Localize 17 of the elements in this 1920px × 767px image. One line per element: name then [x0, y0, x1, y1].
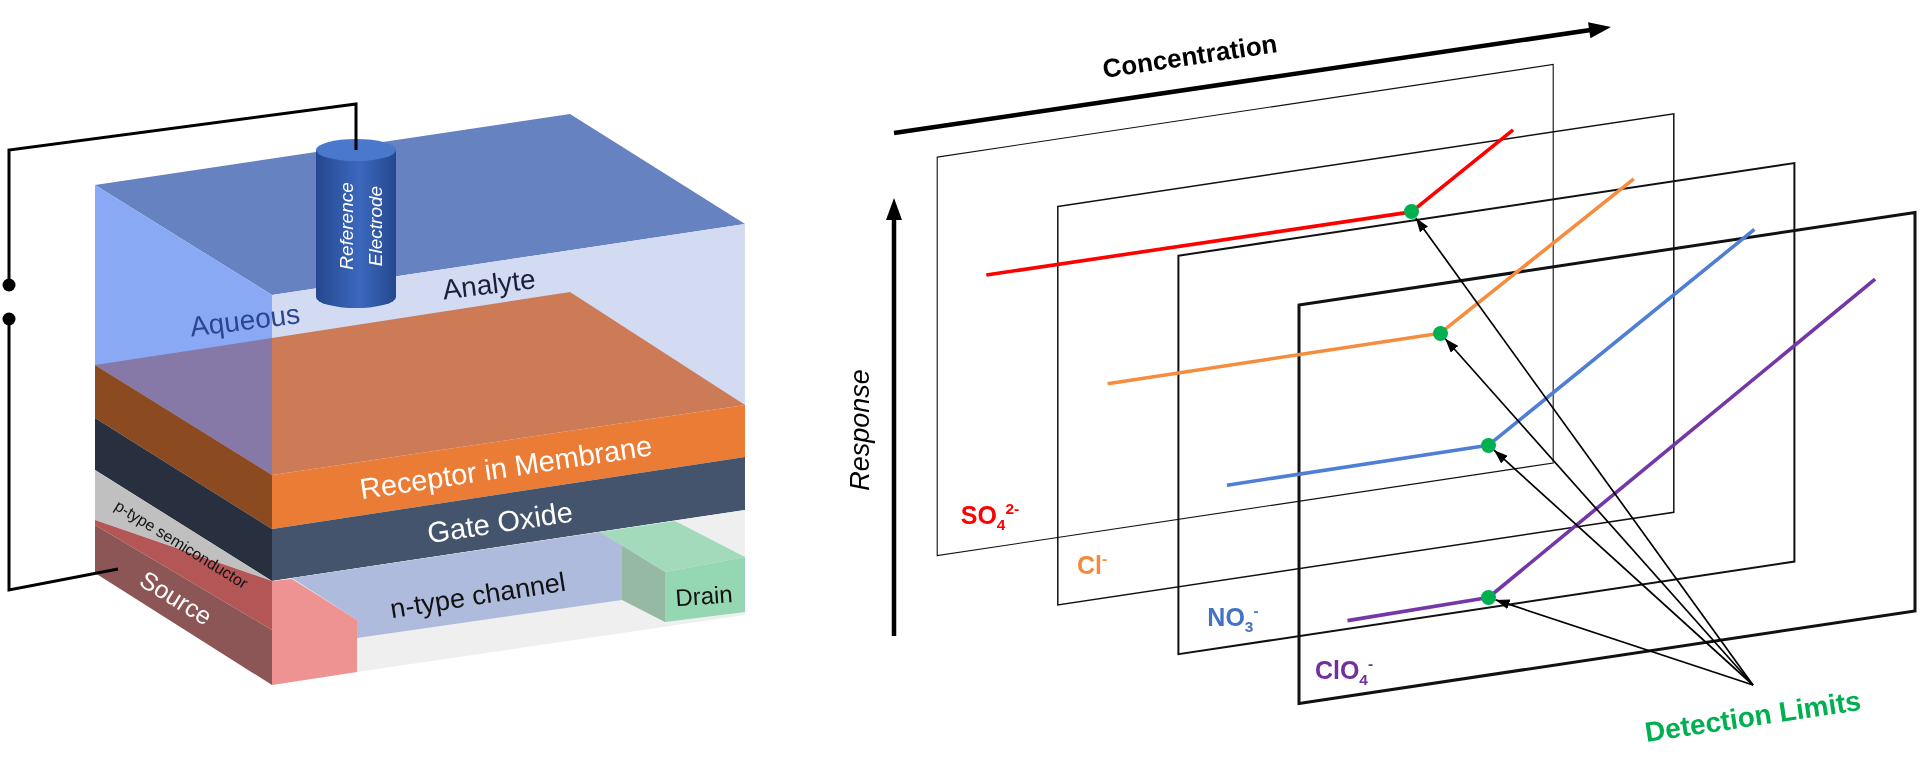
electrode-label: Reference Electrode — [334, 181, 387, 272]
part-label: Analyte — [440, 263, 538, 307]
part-label: Aqueous — [188, 298, 302, 344]
axis-label: Concentration — [1100, 29, 1280, 85]
ion-label: Cl$^{-}$ — [1076, 550, 1108, 580]
point-marker-icon — [1481, 437, 1496, 453]
point-marker-icon — [1432, 325, 1448, 341]
leader-arrow — [1494, 599, 1754, 686]
part-label: n-type channel — [388, 566, 568, 626]
leader-arrow — [1493, 449, 1754, 686]
part-label: Gate Oxide — [425, 495, 575, 551]
part-label: Drain — [674, 580, 734, 612]
point-marker-icon — [1403, 204, 1419, 220]
leader-arrow — [1444, 337, 1754, 686]
annotation-label: Detection Limits — [1642, 685, 1864, 749]
axis-label: Response — [845, 369, 877, 491]
point-marker-icon — [1481, 590, 1496, 605]
